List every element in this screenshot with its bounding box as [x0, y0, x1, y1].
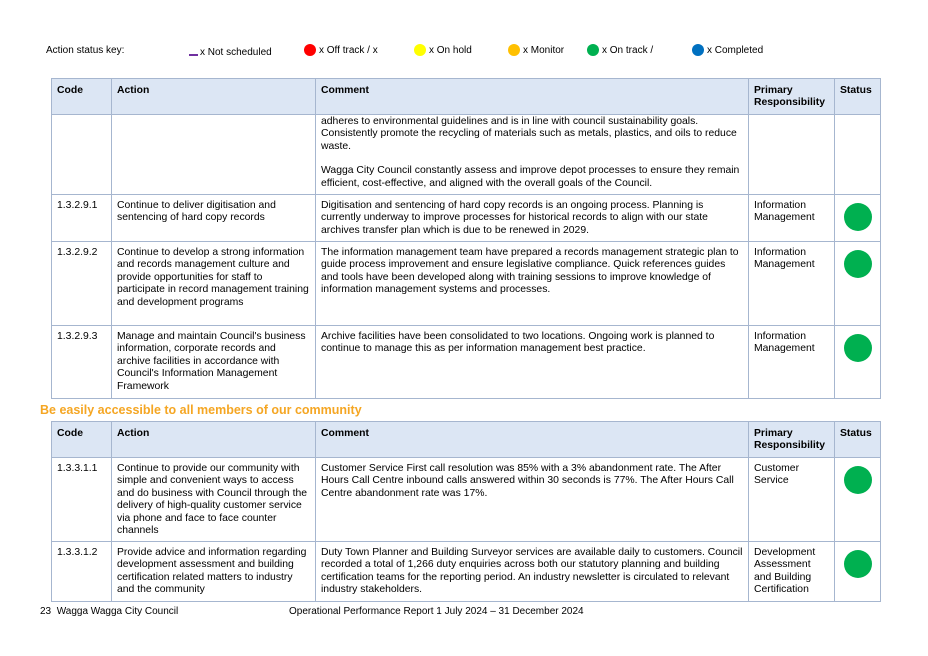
row-code: 1.3.2.9.2: [51, 241, 112, 326]
on-hold-icon: [414, 44, 426, 56]
row-responsibility: [748, 114, 835, 195]
row-status: [834, 541, 881, 602]
on-track-status-icon: [843, 250, 872, 278]
row-responsibility: Customer Service: [748, 457, 835, 542]
row-action: Continue to deliver digitisation and sen…: [111, 194, 316, 242]
on-track-status-icon: [843, 334, 872, 362]
table-row: 1.3.3.1.1 Continue to provide our commun…: [51, 457, 881, 542]
header-responsibility-line1: Primary: [754, 85, 793, 96]
footer-organisation: Wagga Wagga City Council: [56, 606, 179, 617]
completed-icon: [692, 44, 704, 56]
row-code: 1.3.3.1.2: [51, 541, 112, 602]
row-responsibility: Information Management: [748, 194, 835, 242]
comment-paragraph: adheres to environmental guidelines and …: [321, 116, 737, 152]
header-action: Action: [111, 421, 316, 458]
row-comment: Digitisation and sentencing of hard copy…: [315, 194, 749, 242]
row-status: [834, 457, 881, 542]
key-on-hold: x On hold: [429, 45, 472, 56]
table-row: adheres to environmental guidelines and …: [51, 114, 881, 195]
row-action: Continue to provide our community with s…: [111, 457, 316, 542]
table-row: 1.3.3.1.2 Provide advice and information…: [51, 541, 881, 602]
footer-report-title: Operational Performance Report 1 July 20…: [289, 606, 584, 617]
on-track-icon: [587, 44, 599, 56]
comment-paragraph: Wagga City Council constantly assess and…: [321, 165, 740, 189]
header-code: Code: [51, 421, 112, 458]
section-heading: Be easily accessible to all members of o…: [40, 403, 362, 417]
row-action: Provide advice and information regarding…: [111, 541, 316, 602]
footer-left: 23 Wagga Wagga City Council: [40, 606, 178, 617]
row-responsibility: Information Management: [748, 241, 835, 326]
not-scheduled-icon: [189, 54, 198, 56]
row-comment: Customer Service First call resolution w…: [315, 457, 749, 542]
key-off-track: x Off track / x: [319, 45, 378, 56]
table-row: 1.3.2.9.2 Continue to develop a strong i…: [51, 241, 881, 326]
row-responsibility: Information Management: [748, 325, 835, 399]
key-completed: x Completed: [707, 45, 764, 56]
row-status: [834, 194, 881, 242]
row-code: 1.3.2.9.1: [51, 194, 112, 242]
header-code: Code: [51, 78, 112, 115]
off-track-icon: [304, 44, 316, 56]
page-number: 23: [40, 606, 52, 617]
header-comment: Comment: [315, 421, 749, 458]
row-action: [111, 114, 316, 195]
header-action: Action: [111, 78, 316, 115]
status-key: Action status key: x Not scheduled x Off…: [46, 44, 826, 60]
row-comment: adheres to environmental guidelines and …: [315, 114, 749, 195]
header-responsibility-line1: Primary: [754, 428, 793, 439]
table-row: 1.3.2.9.1 Continue to deliver digitisati…: [51, 194, 881, 242]
row-status: [834, 325, 881, 399]
header-comment: Comment: [315, 78, 749, 115]
on-track-status-icon: [843, 550, 872, 578]
row-comment: Duty Town Planner and Building Surveyor …: [315, 541, 749, 602]
on-track-status-icon: [843, 203, 872, 231]
key-on-track: x On track /: [602, 45, 654, 56]
row-code: [51, 114, 112, 195]
header-responsibility-line2: Responsibility: [754, 97, 826, 109]
row-comment: Archive facilities have been consolidate…: [315, 325, 749, 399]
row-status: [834, 114, 881, 195]
row-action: Continue to develop a strong information…: [111, 241, 316, 326]
key-not-scheduled: x Not scheduled: [200, 47, 272, 58]
row-code: 1.3.3.1.1: [51, 457, 112, 542]
on-track-status-icon: [843, 466, 872, 494]
header-status: Status: [834, 78, 881, 115]
row-comment: The information management team have pre…: [315, 241, 749, 326]
header-responsibility-line2: Responsibility: [754, 440, 826, 452]
key-monitor: x Monitor: [523, 45, 565, 56]
header-status: Status: [834, 421, 881, 458]
row-responsibility: Development Assessment and Building Cert…: [748, 541, 835, 602]
monitor-icon: [508, 44, 520, 56]
status-key-label: Action status key:: [46, 45, 125, 56]
row-action: Manage and maintain Council's business i…: [111, 325, 316, 399]
row-status: [834, 241, 881, 326]
table-row: 1.3.2.9.3 Manage and maintain Council's …: [51, 325, 881, 399]
row-code: 1.3.2.9.3: [51, 325, 112, 399]
page-footer: 23 Wagga Wagga City Council Operational …: [40, 606, 890, 620]
